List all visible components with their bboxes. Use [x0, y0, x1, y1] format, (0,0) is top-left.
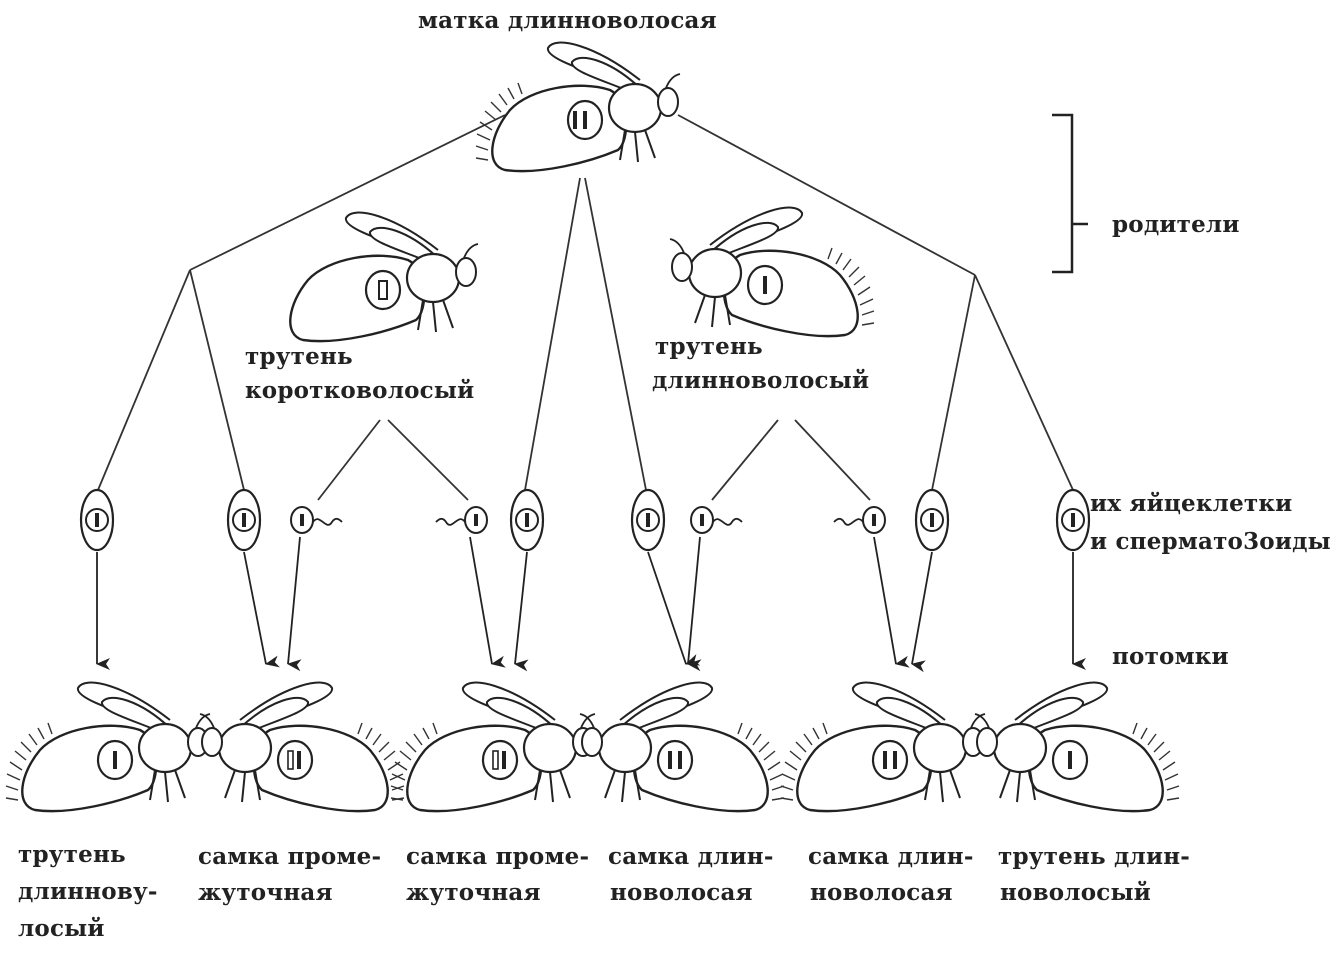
- offspring-3-icon: [390, 681, 597, 813]
- gametes-label-1: их яйцеклетки: [1090, 490, 1293, 517]
- eggs: [79, 488, 1091, 552]
- drone-short-icon: [289, 211, 480, 343]
- parents-label: родители: [1112, 211, 1240, 238]
- offspring-6-icon: [973, 681, 1180, 813]
- drone-long-label-1: трутень: [655, 333, 763, 360]
- offspring-5-icon: [780, 681, 987, 813]
- offspring-1-caption-1: трутень: [18, 841, 126, 868]
- drone-short-label-2: коротковолосый: [245, 377, 475, 404]
- queen-label: матка длинноволосая: [418, 7, 717, 34]
- offspring-label: потомки: [1112, 643, 1229, 670]
- offspring-4-caption-1: самка длин-: [608, 843, 774, 870]
- offspring-arrows: [96, 536, 1086, 673]
- gametes-label-2: и спермато3оиды: [1090, 528, 1331, 555]
- offspring-2-caption-1: самка проме-: [198, 843, 382, 870]
- sperms: [290, 506, 886, 534]
- offspring-3-caption-1: самка проме-: [406, 843, 590, 870]
- offspring-2-caption-2: жуточная: [198, 879, 333, 906]
- offspring-2-icon: [198, 681, 405, 813]
- queen-bee-icon: [475, 41, 682, 173]
- offspring-4-icon: [578, 681, 785, 813]
- drone-long-icon: [668, 206, 875, 338]
- offspring-3-caption-2: жуточная: [406, 879, 541, 906]
- offspring-5-caption-2: новолосая: [810, 879, 953, 906]
- parents-bracket: [1052, 113, 1088, 274]
- offspring-1-caption-2: длиннову-: [18, 878, 158, 905]
- offspring-6-caption-1: трутень длин-: [998, 843, 1190, 870]
- offspring-6-caption-2: новолосый: [1000, 879, 1151, 906]
- offspring-5-caption-1: самка длин-: [808, 843, 974, 870]
- offspring-4-caption-2: новолосая: [610, 879, 753, 906]
- offspring-1-caption-3: лосый: [18, 915, 105, 942]
- offspring-1-icon: [5, 681, 212, 813]
- drone-short-label-1: трутень: [245, 343, 353, 370]
- queen-lines: [97, 114, 1074, 501]
- drone-long-label-2: длинноволосый: [652, 367, 870, 394]
